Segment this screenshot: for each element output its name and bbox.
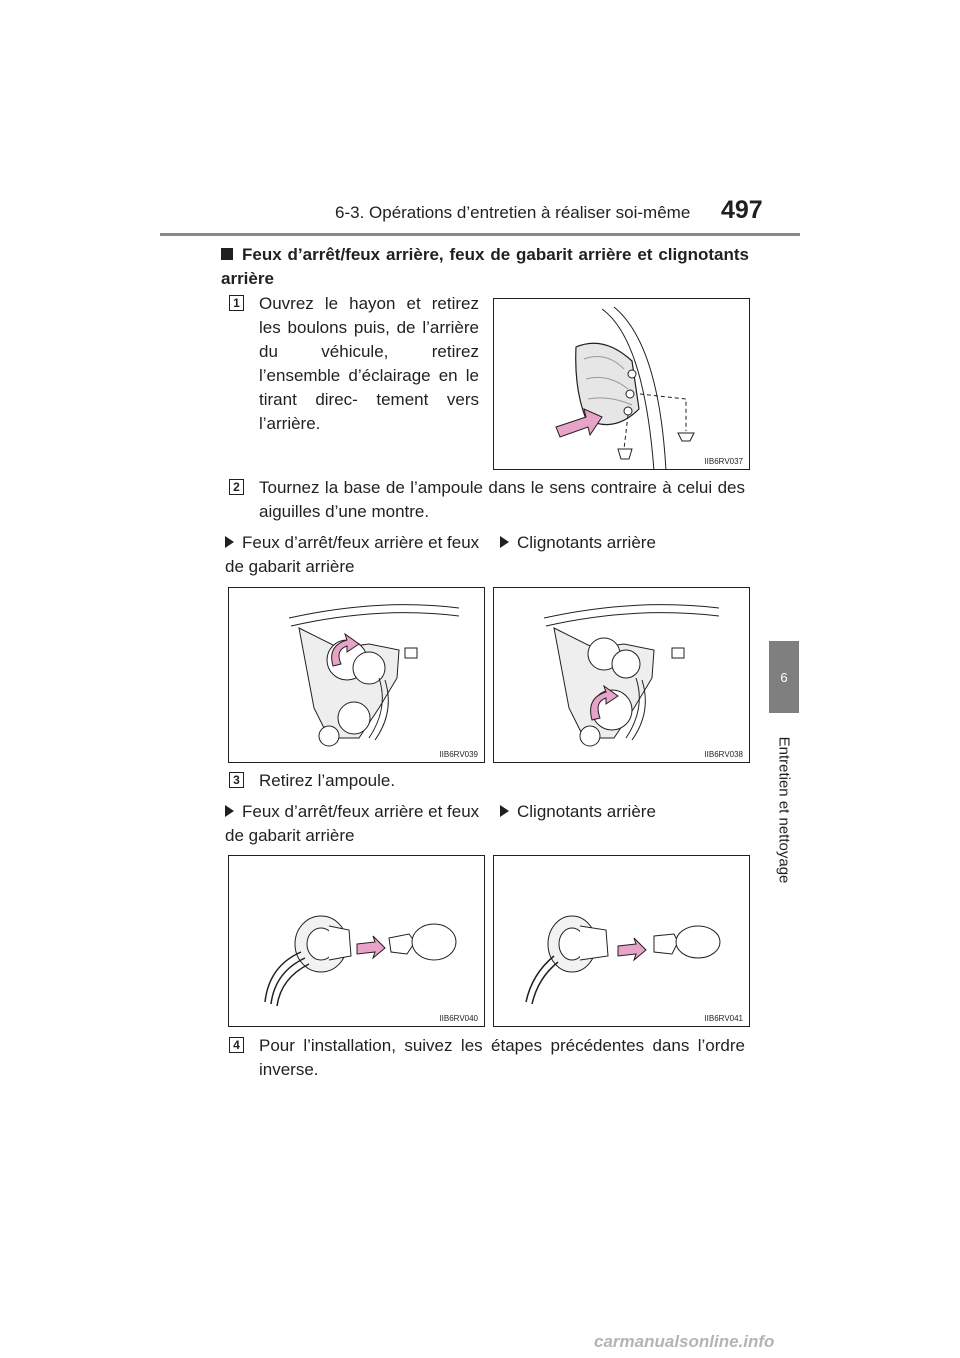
- section-title: Feux d’arrêt/feux arrière, feux de gabar…: [221, 245, 749, 288]
- chapter-side-label: Entretien et nettoyage: [775, 736, 793, 884]
- socket-turn-illustration: [543, 604, 720, 747]
- header-rule: [160, 233, 800, 236]
- step-number-2: 2: [229, 479, 244, 495]
- figure-code: IIB6RV039: [439, 750, 478, 759]
- figure-turn-signal-socket: IIB6RV038: [493, 587, 750, 763]
- figure-turn-stop-socket: IIB6RV039: [228, 587, 485, 763]
- chapter-tab: 6: [769, 641, 799, 713]
- figure-code: IIB6RV038: [704, 750, 743, 759]
- triangle-bullet-icon: [225, 805, 234, 817]
- step-text-2: Tournez la base de l’ampoule dans le sen…: [259, 478, 745, 521]
- triangle-bullet-icon: [500, 805, 509, 817]
- step-text-1: Ouvrez le hayon et retirez les boulons p…: [259, 294, 479, 433]
- subhead-stop-tail-2: Feux d’arrêt/feux arrière et feux de gab…: [225, 802, 480, 845]
- lamp-removal-illustration: [555, 306, 695, 469]
- bulb-removal-illustration: [264, 915, 457, 1007]
- watermark: carmanualsonline.info: [594, 1332, 775, 1351]
- subhead-stop-tail-1: Feux d’arrêt/feux arrière et feux de gab…: [225, 533, 480, 576]
- figure-code: IIB6RV037: [704, 457, 743, 466]
- step-text-3: Retirez l’ampoule.: [259, 771, 396, 790]
- figure-code: IIB6RV041: [704, 1014, 743, 1023]
- step-number-1: 1: [229, 295, 244, 311]
- step-number-3: 3: [229, 772, 244, 788]
- subhead-turn-2: Clignotants arrière: [500, 800, 750, 824]
- figure-remove-lamp: IIB6RV037: [493, 298, 750, 470]
- step-number-4: 4: [229, 1037, 244, 1053]
- figure-turn-bulb: IIB6RV041: [493, 855, 750, 1027]
- socket-turn-illustration: [288, 604, 460, 747]
- triangle-bullet-icon: [225, 536, 234, 548]
- page-number: 497: [721, 196, 763, 224]
- figure-code: IIB6RV040: [439, 1014, 478, 1023]
- chapter-title: 6-3. Opérations d’entretien à réaliser s…: [335, 203, 691, 222]
- figure-stop-tail-bulb: IIB6RV040: [228, 855, 485, 1027]
- subhead-turn-1: Clignotants arrière: [500, 531, 750, 555]
- square-bullet-icon: [221, 248, 233, 260]
- triangle-bullet-icon: [500, 536, 509, 548]
- step-text-4: Pour l’installation, suivez les étapes p…: [259, 1036, 745, 1079]
- bulb-removal-illustration: [525, 915, 721, 1005]
